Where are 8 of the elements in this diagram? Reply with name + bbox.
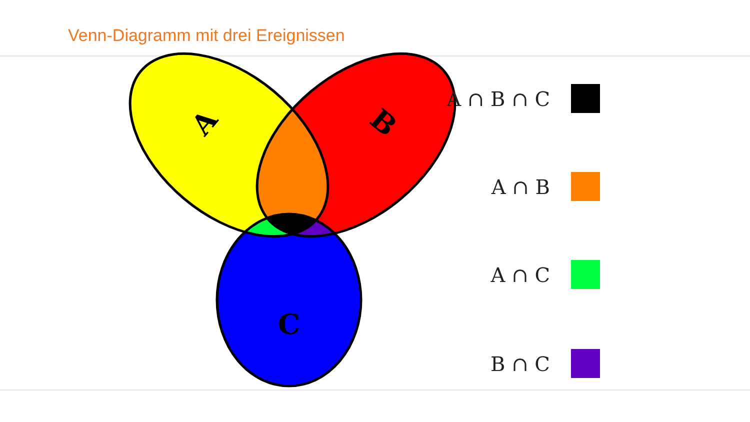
legend-label: B ∩ C: [490, 352, 550, 376]
legend-label: A ∩ B: [491, 175, 550, 199]
title: Venn-Diagramm mit drei Ereignissen: [68, 26, 345, 46]
set-label: B: [364, 104, 402, 142]
legend-label: A ∩ C: [490, 263, 550, 287]
set-label: A: [187, 106, 223, 140]
legend-label: A ∩ B ∩ C: [446, 87, 550, 111]
set-label: C: [278, 311, 300, 339]
